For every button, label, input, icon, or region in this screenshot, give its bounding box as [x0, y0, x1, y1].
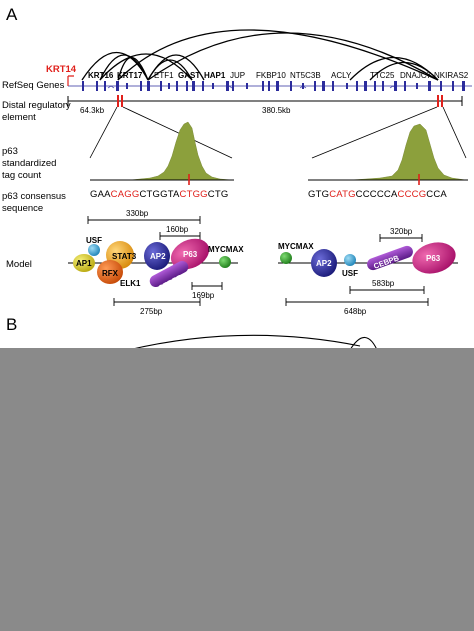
model-left-bp-top: 330bp	[126, 209, 149, 218]
zoom-lines	[89, 106, 467, 159]
model-right-bp-bot: 648bp	[344, 307, 367, 316]
gene-hap1: HAP1	[204, 71, 226, 80]
panel-a-letter: A	[6, 5, 18, 24]
gene-dnajc7: DNAJC7	[400, 71, 432, 80]
gene-nt5c3b: NT5C3B	[290, 71, 321, 80]
tf-left-ap1: AP1	[76, 259, 92, 268]
gene-acly: ACLY	[331, 71, 352, 80]
row-label-p63-3: tag count	[2, 170, 41, 181]
panel-b-occluded-area	[0, 348, 474, 631]
tf-left-p63: P63	[183, 250, 198, 259]
model-right	[278, 234, 458, 306]
row-label-p63-2: standardized	[2, 158, 56, 169]
tf-right-ap2: AP2	[316, 259, 332, 268]
row-label-p63-1: p63	[2, 146, 18, 157]
tf-left-elk1: ELK1	[120, 279, 141, 288]
model-left	[68, 216, 238, 306]
gene-ttc25: TTC25	[370, 71, 395, 80]
model-left-bp-bot1: 169bp	[192, 291, 215, 300]
distance-left: 64.3kb	[80, 106, 105, 115]
seq-right-part2: CATG	[329, 189, 355, 200]
row-label-refseq: RefSeq Genes	[2, 80, 65, 91]
panel-b-letter: B	[6, 315, 17, 334]
row-label-distal-2: element	[2, 112, 36, 123]
gene-jup: JUP	[230, 71, 245, 80]
tf-left-ap2: AP2	[150, 252, 166, 261]
seq-right-part1: GTG	[308, 189, 329, 200]
tf-right-usf: USF	[342, 269, 358, 278]
tf-left-usf: USF	[86, 236, 102, 245]
seq-left-part2: CAGG	[111, 189, 140, 200]
seq-right-part4: CCCG	[398, 189, 427, 200]
interaction-arcs	[81, 29, 439, 81]
row-label-distal-1: Distal regulatory	[2, 100, 71, 111]
panel-b-arcs	[119, 334, 379, 353]
seq-left-part4: CTGG	[180, 189, 208, 200]
row-label-model: Model	[6, 259, 32, 270]
seq-left-part3: CTGGTA	[139, 189, 180, 200]
row-label-consensus-1: p63 consensus	[2, 191, 66, 202]
seq-right-part5: CCA	[426, 189, 447, 200]
seq-left-part5: CTG	[208, 189, 229, 200]
sequence-right: GTGCATGCCCCCACCCGCCA	[308, 189, 447, 200]
gene-krt14: KRT14	[46, 64, 77, 75]
p63-peak-left	[90, 121, 234, 185]
gene-gast: GAST	[178, 71, 200, 80]
gene-krt17: KRT17	[117, 71, 143, 80]
gene-nkiras2: NKIRAS2	[434, 71, 469, 80]
distal-element-track	[67, 95, 463, 107]
model-right-bp-top: 320bp	[390, 227, 413, 236]
seq-right-part3: CCCCCA	[356, 189, 398, 200]
tf-left-mycmax: MYCMAX	[208, 245, 244, 254]
gene-fkbp10: FKBP10	[256, 71, 286, 80]
tf-left-stat3: STAT3	[112, 252, 137, 261]
gene-track	[67, 75, 472, 91]
p63-peak-right	[308, 123, 468, 185]
distance-right: 380.5kb	[262, 106, 291, 115]
tf-left-rfx: RFX	[102, 269, 119, 278]
row-label-consensus-2: sequence	[2, 203, 43, 214]
tf-right-mycmax: MYCMAX	[278, 242, 314, 251]
gene-krt16: KRT16	[88, 71, 114, 80]
model-left-bp-bot2: 275bp	[140, 307, 163, 316]
model-left-bp-mid: 160bp	[166, 225, 189, 234]
seq-left-part1: GAA	[90, 189, 111, 200]
sequence-left: GAACAGGCTGGTACTGGCTG	[90, 189, 228, 200]
gene-etf1: ETF1	[154, 71, 174, 80]
model-right-bp-mid: 583bp	[372, 279, 395, 288]
tf-right-p63: P63	[426, 254, 441, 263]
